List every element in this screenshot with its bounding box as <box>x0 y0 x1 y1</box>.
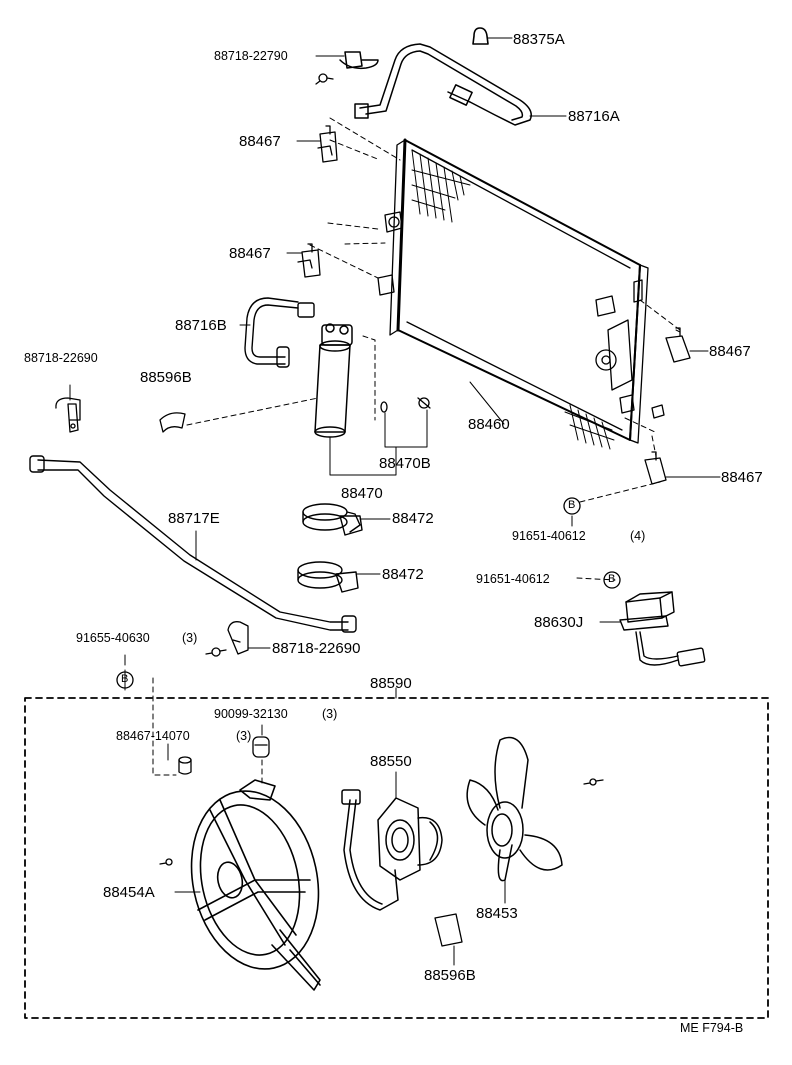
bracket-88467-right-lower <box>644 451 667 485</box>
label-90099-32130-qty: (3) <box>322 707 338 721</box>
clamp-88472-lower <box>297 561 359 593</box>
label-88718-22790: 88718-22790 <box>214 49 288 63</box>
fan-blade-88453 <box>466 736 563 882</box>
label-88596B-upper: 88596B <box>140 369 192 386</box>
label-88470B: 88470B <box>379 455 431 472</box>
shroud-88454A <box>190 779 321 991</box>
label-91651-40612-mid: 91651-40612 <box>476 572 550 586</box>
grommet-90099-32130 <box>252 736 270 758</box>
screw-fan <box>583 778 604 786</box>
label-88472-upper: 88472 <box>392 510 434 527</box>
pad-88596B-lower <box>434 913 463 947</box>
label-88718-22690-lower: 88718-22690 <box>272 640 361 657</box>
screw-shroud <box>159 858 173 866</box>
label-91655-40630: 91655-40630 <box>76 631 150 645</box>
label-88467-14070-qty: (3) <box>236 729 252 743</box>
oring-88470B <box>380 401 388 413</box>
bracket-88467-upper-left <box>317 125 338 163</box>
figure-code: ME F794-B <box>680 1021 744 1035</box>
label-88467-d: 88467 <box>721 469 763 486</box>
pipe-88716A <box>339 43 532 126</box>
label-88590: 88590 <box>370 675 412 692</box>
label-88716A: 88716A <box>568 108 620 125</box>
switch-88630J <box>619 591 706 667</box>
bracket-88467-right-upper <box>665 327 691 363</box>
label-88454A: 88454A <box>103 884 155 901</box>
clamp-88718-22690-lower <box>227 621 249 655</box>
label-88472-lower: 88472 <box>382 566 424 583</box>
label-88596B-lower: 88596B <box>424 967 476 984</box>
b-letter-left: B <box>121 673 129 685</box>
label-91655-40630-qty: (3) <box>182 631 198 645</box>
pipe-88716B <box>244 297 315 368</box>
label-88467-14070: 88467-14070 <box>116 729 190 743</box>
pipe-88717E <box>29 455 357 633</box>
label-88453: 88453 <box>476 905 518 922</box>
label-91651-40612-upper: 91651-40612 <box>512 529 586 543</box>
label-88467-a: 88467 <box>239 133 281 150</box>
bolt-91655-40630 <box>205 647 227 657</box>
bolt-88470B <box>417 397 431 409</box>
pad-88596B-upper <box>159 412 186 433</box>
b-letter-mid: B <box>608 573 616 585</box>
b-marker-mid <box>603 571 621 589</box>
label-88467-b: 88467 <box>229 245 271 262</box>
label-88550: 88550 <box>370 753 412 770</box>
cap-88375A <box>472 27 489 45</box>
motor-88550 <box>341 789 443 911</box>
label-88717E: 88717E <box>168 510 220 527</box>
clamp-88472-upper <box>302 503 363 536</box>
b-marker-upper <box>563 497 581 515</box>
clamp-88718-22690-upper <box>55 397 81 433</box>
label-88718-22690-upper: 88718-22690 <box>24 351 98 365</box>
label-88375A: 88375A <box>513 31 565 48</box>
receiver-dryer-88470 <box>314 323 353 438</box>
collar-88467-14070 <box>178 756 192 775</box>
condenser-88460 <box>377 138 665 450</box>
b-letter-upper: B <box>568 499 576 511</box>
label-90099-32130: 90099-32130 <box>214 707 288 721</box>
bolt-88718-22790 <box>315 73 334 85</box>
label-88467-c: 88467 <box>709 343 751 360</box>
label-88470: 88470 <box>341 485 383 502</box>
bracket-88467-lower-left <box>297 243 321 278</box>
fan-assembly-box-88590 <box>24 697 769 1019</box>
label-88460: 88460 <box>468 416 510 433</box>
label-91651-40612-upper-qty: (4) <box>630 529 646 543</box>
label-88716B: 88716B <box>175 317 227 334</box>
label-88630J: 88630J <box>534 614 584 631</box>
